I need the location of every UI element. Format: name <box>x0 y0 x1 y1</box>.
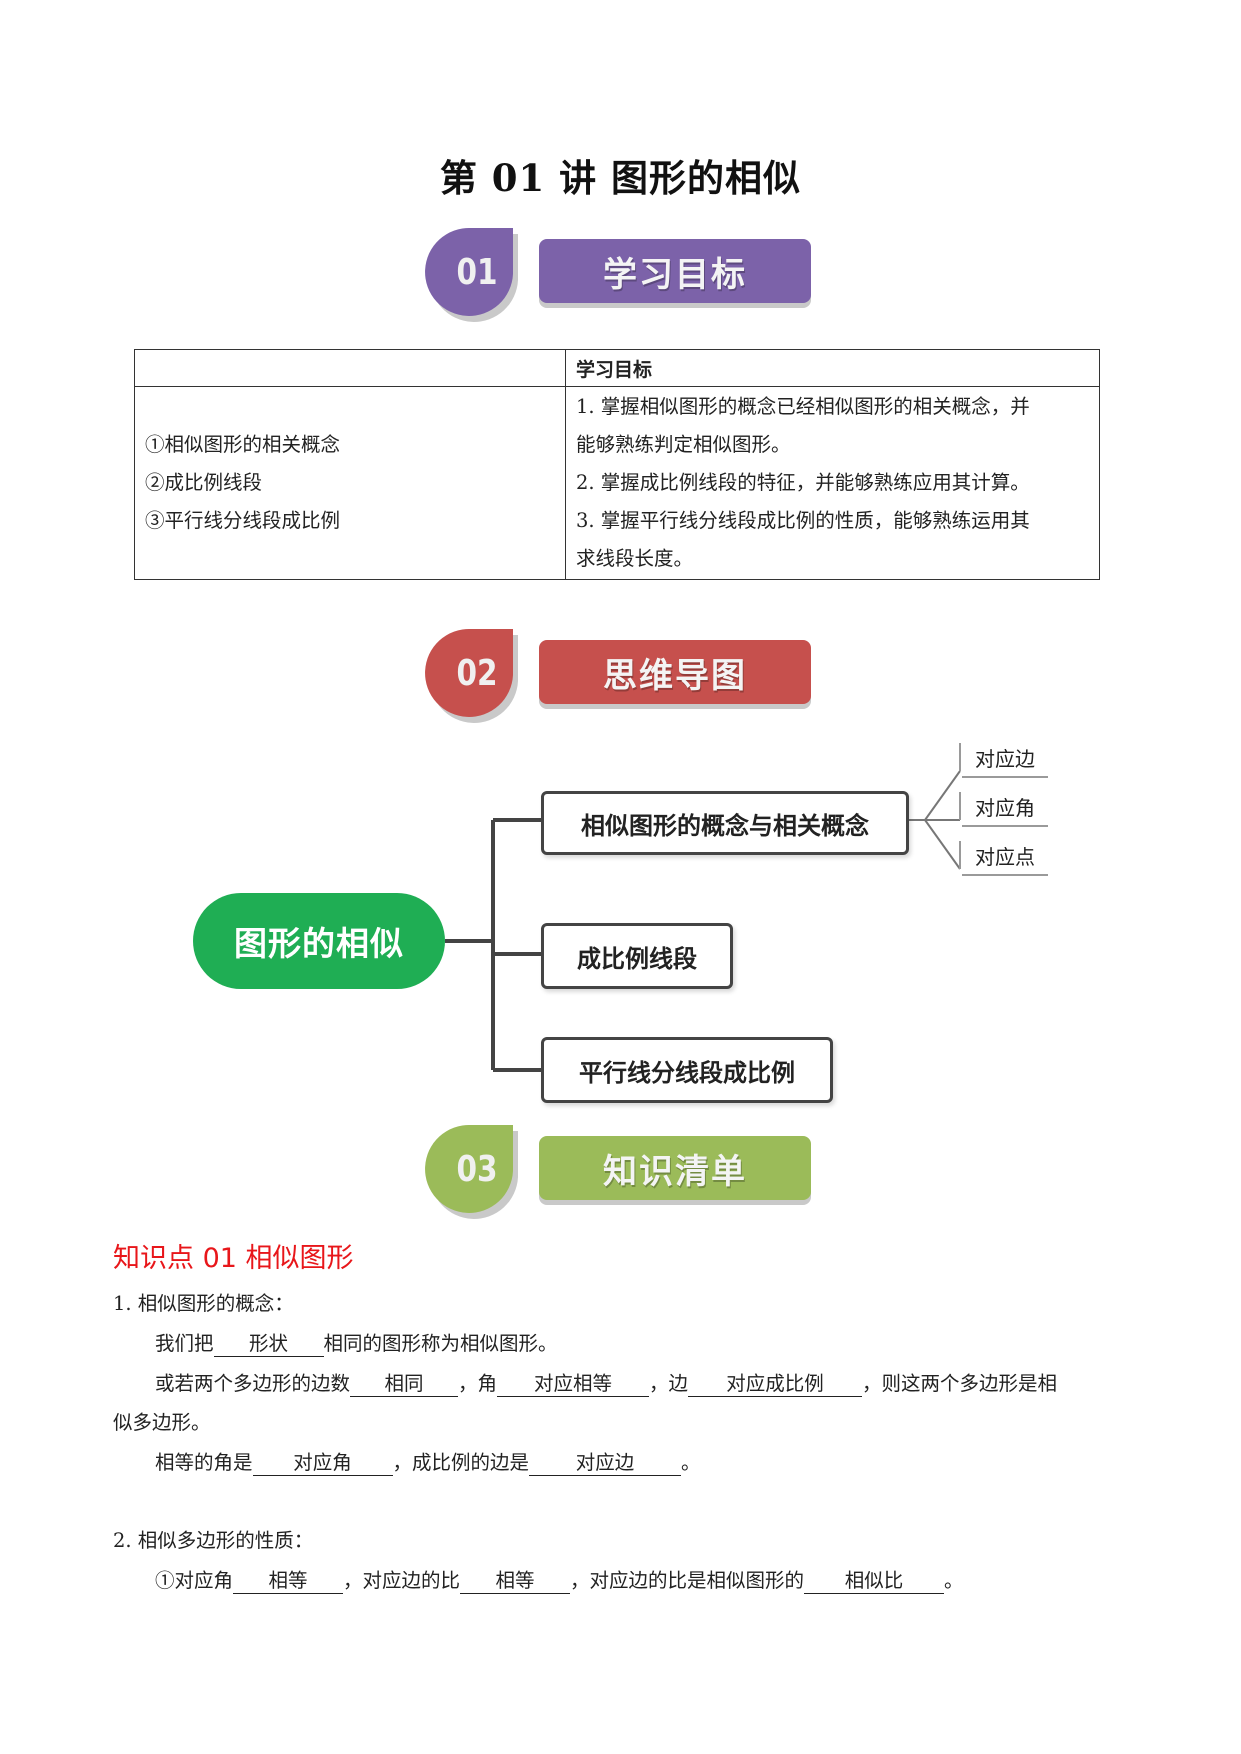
answer-blank: 对应角 <box>252 1451 393 1476</box>
item-title: 1. 相似图形的概念： <box>113 1292 294 1315</box>
answer-blank: 相等 <box>460 1569 571 1594</box>
mindmap-branch: 相似图形的概念与相关概念 <box>541 791 909 855</box>
topic-item: ②成比例线段 <box>145 471 263 494</box>
goals-cell: 1. 掌握相似图形的概念已经相似图形的相关概念，并 能够熟练判定相似图形。 2.… <box>565 386 1100 580</box>
badge-number-shape <box>425 227 518 322</box>
text-line: 似多边形。 <box>113 1411 211 1434</box>
goal-line: 3. 掌握平行线分线段成比例的性质，能够熟练运用其 <box>576 509 1030 532</box>
knowledge-point-title: 知识点 01 相似图形 <box>113 1243 354 1274</box>
topics-cell: ①相似图形的相关概念 ②成比例线段 ③平行线分线段成比例 <box>134 386 566 580</box>
badge-number: 01 <box>456 252 498 293</box>
objectives-table: 学习目标 ①相似图形的相关概念 ②成比例线段 ③平行线分线段成比例 1. 掌握相… <box>134 349 1100 580</box>
page-title: 第 01 讲 图形的相似 <box>439 156 802 200</box>
fill-in-line: 相等的角是对应角，成比例的边是对应边。 <box>155 1451 701 1476</box>
item-title: 2. 相似多边形的性质： <box>113 1529 314 1552</box>
badge-number-shape <box>425 628 518 723</box>
answer-blank: 对应边 <box>529 1451 682 1476</box>
goal-line: 2. 掌握成比例线段的特征，并能够熟练应用其计算。 <box>576 471 1030 494</box>
badge-number: 03 <box>456 1149 498 1190</box>
badge-label: 知识清单 <box>603 1151 747 1192</box>
badge-label: 学习目标 <box>603 254 747 295</box>
answer-blank: 对应成比例 <box>688 1372 863 1397</box>
badge-number: 02 <box>456 653 498 694</box>
goal-line: 求线段长度。 <box>576 547 694 570</box>
goal-line: 1. 掌握相似图形的概念已经相似图形的相关概念，并 <box>576 395 1030 418</box>
mindmap-branch: 平行线分线段成比例 <box>541 1037 833 1103</box>
fill-in-line: ①对应角相等，对应边的比相等，对应边的比是相似图形的相似比。 <box>155 1569 964 1594</box>
answer-blank: 形状 <box>213 1332 324 1357</box>
answer-blank: 相同 <box>350 1372 459 1397</box>
badge-number-shape <box>425 1124 518 1219</box>
badge-bar: 知识清单 <box>539 1136 811 1200</box>
answer-blank: 对应相等 <box>497 1372 650 1397</box>
answer-blank: 相似比 <box>804 1569 945 1594</box>
mindmap-branch: 成比例线段 <box>541 923 733 989</box>
answer-blank: 相等 <box>233 1569 344 1594</box>
badge-label: 思维导图 <box>603 655 747 696</box>
fill-in-line: 我们把形状相同的图形称为相似图形。 <box>155 1332 558 1357</box>
mindmap-leaf: 对应点 <box>962 841 1048 876</box>
topic-item: ③平行线分线段成比例 <box>145 509 341 532</box>
table-header-goals: 学习目标 <box>565 349 1100 387</box>
mindmap-leaf: 对应角 <box>962 792 1048 827</box>
badge-bar: 学习目标 <box>539 239 811 303</box>
mindmap-root: 图形的相似 <box>193 893 445 989</box>
goal-line: 能够熟练判定相似图形。 <box>576 433 791 456</box>
topic-item: ①相似图形的相关概念 <box>145 433 341 456</box>
fill-in-line: 或若两个多边形的边数相同，角对应相等，边对应成比例，则这两个多边形是相 <box>155 1372 1058 1397</box>
mindmap-leaf: 对应边 <box>962 743 1048 778</box>
badge-bar: 思维导图 <box>539 640 811 704</box>
